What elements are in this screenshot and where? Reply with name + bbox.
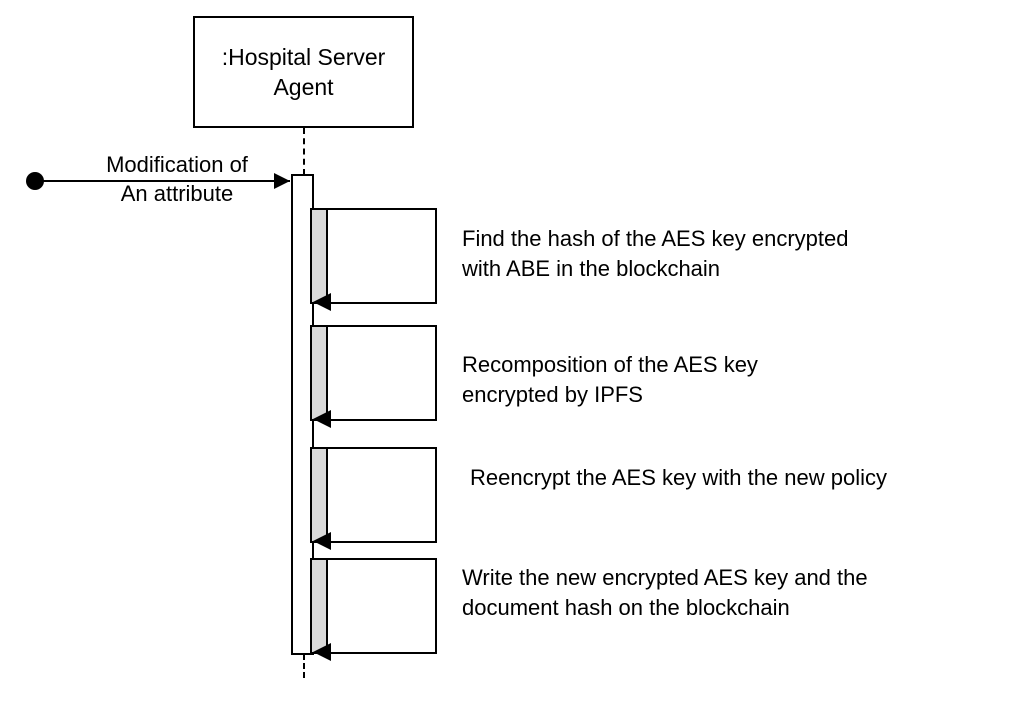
lifeline-label: :Hospital Server Agent [221, 44, 386, 100]
self-message-box-2[interactable] [310, 325, 437, 421]
self-message-label-2: Recomposition of the AES key encrypted b… [462, 352, 758, 407]
self-message-activation-4 [310, 558, 328, 654]
lifeline-dashed-lower [303, 654, 305, 678]
arrow-left-icon [313, 410, 331, 428]
arrow-left-icon [313, 643, 331, 661]
self-message-label-3: Reencrypt the AES key with the new polic… [470, 465, 887, 490]
self-message-box-4[interactable] [310, 558, 437, 654]
self-message-label-4: Write the new encrypted AES key and the … [462, 565, 868, 620]
arrow-right-icon [274, 173, 290, 189]
self-message-activation-1 [310, 208, 328, 304]
self-message-box-1[interactable] [310, 208, 437, 304]
arrow-left-icon [313, 532, 331, 550]
arrow-left-icon [313, 293, 331, 311]
self-message-activation-2 [310, 325, 328, 421]
found-message-start-circle [26, 172, 44, 190]
lifeline-dashed-upper [303, 128, 305, 175]
lifeline-header-hospital-server-agent[interactable]: :Hospital Server Agent [193, 16, 414, 128]
self-message-label-1: Find the hash of the AES key encrypted w… [462, 226, 849, 281]
self-message-box-3[interactable] [310, 447, 437, 543]
self-message-activation-3 [310, 447, 328, 543]
entry-message-line [40, 180, 290, 182]
entry-message-label: Modification of An attribute [106, 152, 248, 206]
